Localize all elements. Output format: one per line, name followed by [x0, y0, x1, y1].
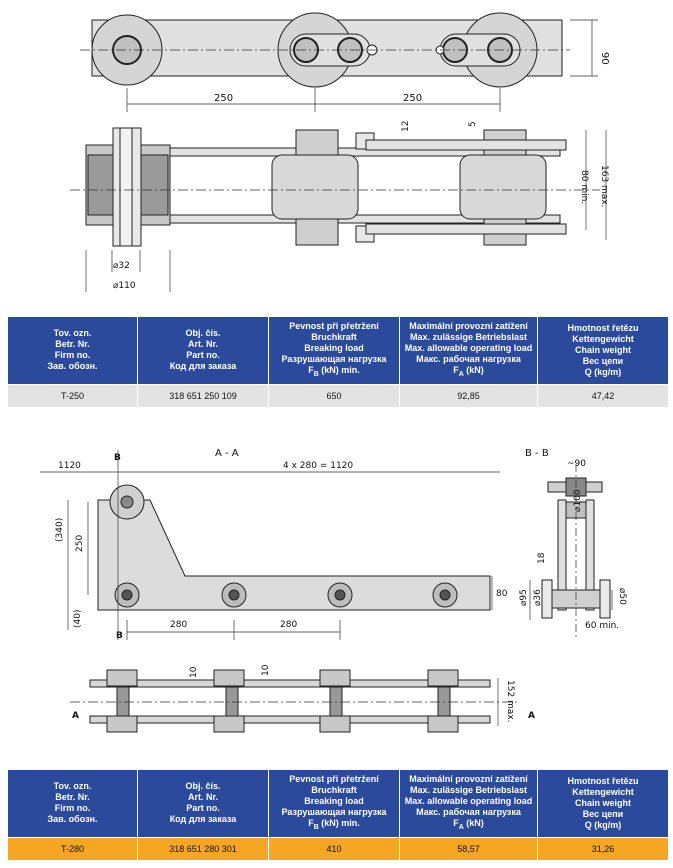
- dim-pitch-total: 4 x 280 = 1120: [283, 461, 353, 471]
- cell-chain-weight: 47,42: [537, 383, 669, 408]
- header-part-no: Obj. čís.Art. Nr.Part no.Код для заказа: [137, 769, 269, 838]
- dim-d152: 152 max.: [505, 680, 515, 723]
- chain-t250-drawing: 250 250 90 12 5 80 min. 163 max. ⌀32 ⌀11…: [70, 12, 610, 292]
- t250-side-view: [85, 127, 567, 247]
- dim-d100: ⌀100: [573, 489, 583, 512]
- dim-d90: ~90: [567, 459, 586, 469]
- cell-breaking-load: 650: [268, 383, 400, 408]
- dim-d18: 18: [537, 552, 547, 564]
- dim-d80: 80: [496, 589, 508, 599]
- dim-d50: ⌀50: [617, 588, 627, 605]
- dim-d110: ⌀110: [113, 281, 136, 291]
- cell-part-no: 318 651 250 109: [137, 383, 269, 408]
- table-row: T-250 318 651 250 109 650 92,85 47,42: [7, 383, 669, 408]
- cell-chain-weight: 31,26: [537, 836, 669, 861]
- cell-firm-no: T-280: [7, 836, 138, 861]
- header-part-no: Obj. čís.Art. Nr.Part no.Код для заказа: [137, 316, 269, 385]
- dim-d163: 163 max.: [599, 165, 609, 208]
- t280-plan-view: [89, 669, 491, 733]
- mark-b-top: B: [114, 453, 121, 463]
- dim-height: 90: [599, 52, 610, 65]
- cell-operating-load: 92,85: [399, 383, 538, 408]
- dim-d10b: 10: [261, 664, 271, 676]
- table-header-row: Tov. ozn.Betr. Nr.Firm no.Зав. обозн. Ob…: [7, 316, 669, 385]
- dim-left-1120: 1120: [58, 461, 81, 471]
- mark-b-bottom: B: [116, 631, 123, 641]
- spec-table-t280: Tov. ozn.Betr. Nr.Firm no.Зав. обозн. Ob…: [7, 769, 669, 861]
- header-firm-no: Tov. ozn.Betr. Nr.Firm no.Зав. обозн.: [7, 316, 138, 385]
- dim-p280a: 280: [170, 620, 187, 630]
- dim-d40: (40): [73, 610, 83, 628]
- t280-elevation-view: [97, 484, 491, 611]
- dim-d12: 12: [401, 121, 411, 132]
- cell-operating-load: 58,57: [399, 836, 538, 861]
- dim-d36: ⌀36: [533, 589, 543, 606]
- dim-pitch-left: 250: [214, 93, 233, 104]
- dim-d80: 80 min.: [579, 170, 589, 204]
- dim-p280b: 280: [280, 620, 297, 630]
- section-aa-label: A - A: [215, 448, 239, 459]
- cell-breaking-load: 410: [268, 836, 400, 861]
- dim-pitch-right: 250: [403, 93, 422, 104]
- cell-part-no: 318 651 280 301: [137, 836, 269, 861]
- t250-top-view: [91, 12, 563, 88]
- dim-d5: 5: [468, 121, 478, 127]
- chain-t280-drawing: A - A 4 x 280 = 1120 1120 B B (340) 250 …: [40, 448, 627, 733]
- dim-d60: 60 min.: [585, 621, 619, 631]
- mark-a-right: A: [528, 711, 535, 721]
- table-header-row: Tov. ozn.Betr. Nr.Firm no.Зав. обозн. Ob…: [7, 769, 669, 838]
- cell-firm-no: T-250: [7, 383, 138, 408]
- header-firm-no: Tov. ozn.Betr. Nr.Firm no.Зав. обозн.: [7, 769, 138, 838]
- dim-d10a: 10: [189, 666, 199, 678]
- dim-d95: ⌀95: [519, 589, 529, 606]
- dim-d32: ⌀32: [113, 261, 130, 271]
- spec-table-t250: Tov. ozn.Betr. Nr.Firm no.Зав. обозн. Ob…: [7, 316, 669, 408]
- table-row: T-280 318 651 280 301 410 58,57 31,26: [7, 836, 669, 861]
- mark-a-left: A: [72, 711, 79, 721]
- dim-d250: 250: [75, 535, 85, 552]
- section-bb-label: B - B: [525, 448, 549, 459]
- dim-d340: (340): [55, 518, 65, 542]
